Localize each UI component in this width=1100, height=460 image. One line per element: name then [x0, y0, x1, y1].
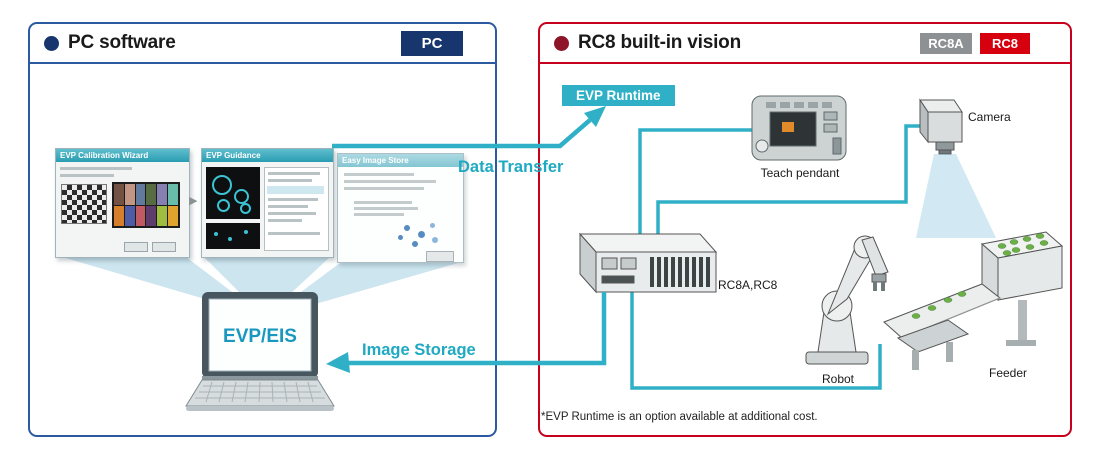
- stored-image-dot: [430, 223, 435, 228]
- checkerboard-image: [61, 184, 107, 224]
- pc-panel-title: PC software: [68, 32, 176, 53]
- rc8-bullet-icon: [554, 35, 569, 51]
- rc8-panel-title: RC8 built-in vision: [578, 32, 741, 53]
- color-cell: [124, 205, 135, 226]
- text-line: [60, 167, 132, 170]
- detected-dot: [214, 232, 218, 236]
- camera-illustration: [919, 98, 963, 155]
- window-title-bar: EVP Calibration Wizard: [56, 149, 189, 162]
- laptop-screen-label: EVP/EIS: [223, 326, 297, 347]
- window-easy-image-store: Easy Image Store: [337, 153, 464, 263]
- detected-dot: [228, 237, 232, 241]
- dialog-button: [426, 251, 454, 262]
- color-cell: [157, 205, 168, 226]
- selected-row: [267, 186, 324, 194]
- pc-badge: PC: [401, 31, 463, 56]
- pc-bullet-icon: [44, 35, 59, 51]
- text-line: [268, 205, 308, 208]
- data-transfer-arrow: [332, 106, 606, 149]
- detected-blob: [212, 175, 232, 195]
- data-transfer-label: Data Transfer: [458, 158, 564, 176]
- dialog-button: [124, 242, 148, 252]
- text-line: [344, 173, 414, 176]
- window-evp-guidance: EVP Guidance: [201, 148, 334, 258]
- text-line: [354, 213, 404, 216]
- window-title-bar: Easy Image Store: [338, 154, 463, 167]
- result-list-pane: [264, 167, 329, 251]
- color-cell: [157, 184, 168, 205]
- text-line: [268, 212, 316, 215]
- camera-preview-image: [206, 223, 260, 249]
- color-cell: [114, 205, 124, 226]
- controller-label: RC8A,RC8: [718, 278, 778, 292]
- text-line: [354, 207, 418, 210]
- stored-image-dot: [418, 231, 425, 238]
- window-sequence-arrow-icon: ▶: [189, 195, 198, 207]
- rc8-badge: RC8: [980, 33, 1030, 54]
- text-line: [268, 232, 320, 235]
- window-content: [56, 162, 189, 257]
- color-cell: [146, 205, 157, 226]
- detected-blob: [234, 189, 249, 204]
- runtime-footnote: *EVP Runtime is an option available at a…: [541, 411, 818, 423]
- color-chart-image: [112, 182, 180, 228]
- feeder-label: Feeder: [988, 366, 1028, 380]
- text-line: [268, 179, 312, 182]
- connection-lines: [630, 124, 920, 390]
- stored-image-dot: [404, 225, 410, 231]
- stored-image-dot: [412, 241, 418, 247]
- camera-preview-image: [206, 167, 260, 219]
- text-line: [268, 198, 318, 201]
- window-content: [338, 167, 463, 262]
- window-content: [202, 162, 333, 257]
- controller-vents: [650, 257, 710, 287]
- pc-panel-header: PC software PC: [30, 24, 495, 64]
- dialog-button: [152, 242, 176, 252]
- evp-runtime-badge: EVP Runtime: [562, 85, 675, 106]
- camera-view-cone: [916, 154, 996, 238]
- text-line: [344, 187, 424, 190]
- color-cell: [124, 184, 135, 205]
- color-cell: [168, 205, 178, 226]
- color-cell: [168, 184, 178, 205]
- text-line: [60, 174, 114, 177]
- feeder-illustration: [883, 231, 1064, 370]
- stored-image-dot: [398, 235, 403, 240]
- image-storage-label: Image Storage: [362, 341, 476, 359]
- color-cell: [135, 184, 146, 205]
- text-line: [354, 201, 412, 204]
- text-line: [344, 180, 436, 183]
- color-cell: [146, 184, 157, 205]
- text-line: [268, 172, 320, 175]
- color-cell: [135, 205, 146, 226]
- text-line: [268, 219, 302, 222]
- image-storage-arrow: [326, 292, 607, 373]
- detected-dot: [244, 230, 248, 234]
- camera-label: Camera: [968, 110, 1011, 124]
- color-cell: [114, 184, 124, 205]
- controller-illustration: [578, 232, 718, 294]
- rc8a-badge: RC8A: [920, 33, 972, 54]
- window-evp-calibration-wizard: EVP Calibration Wizard: [55, 148, 190, 258]
- robot-illustration: [805, 235, 889, 365]
- laptop-illustration: EVP/EIS: [185, 292, 335, 411]
- feeder-parts: [911, 233, 1049, 319]
- teach-pendant-label: Teach pendant: [760, 166, 840, 180]
- teach-pendant-illustration: [751, 95, 847, 161]
- detected-blob: [240, 203, 251, 214]
- window-title-bar: EVP Guidance: [202, 149, 333, 162]
- rc8-panel-header: RC8 built-in vision RC8A RC8: [540, 24, 1070, 64]
- detected-blob: [217, 199, 230, 212]
- stored-image-dot: [432, 237, 438, 243]
- robot-label: Robot: [821, 372, 855, 386]
